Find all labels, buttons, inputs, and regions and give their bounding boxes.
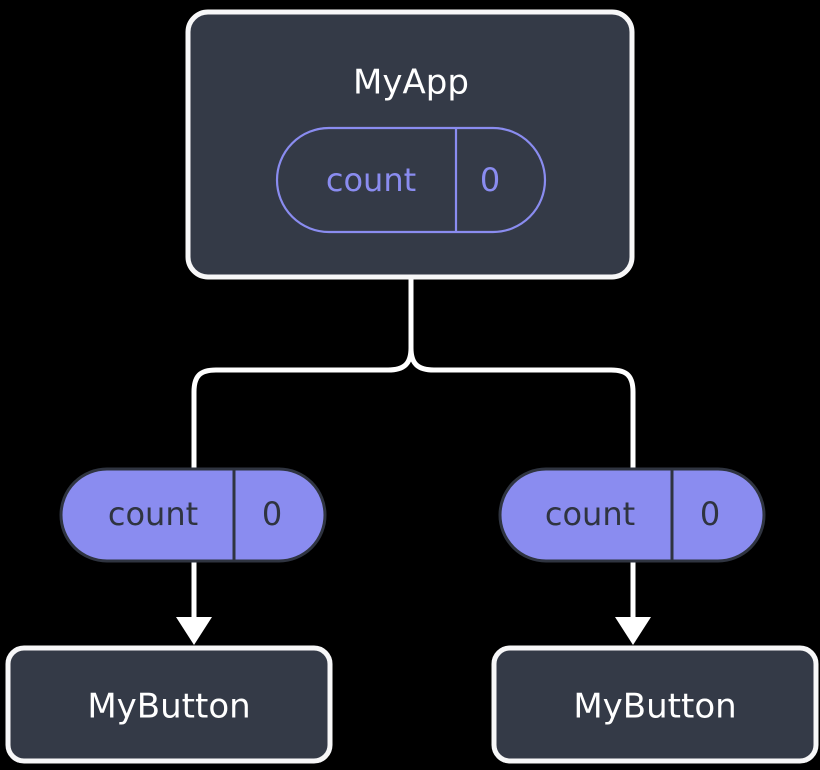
state-pill-myapp-value: 0 <box>480 161 500 199</box>
node-mybutton-right[interactable]: MyButton <box>491 645 819 764</box>
node-myapp[interactable]: MyApp count 0 <box>185 9 635 280</box>
prop-pill-right-value: 0 <box>700 495 720 533</box>
node-myapp-box[interactable] <box>185 9 635 280</box>
node-mybutton-right-label: MyButton <box>573 687 736 727</box>
prop-pill-left-value: 0 <box>262 495 282 533</box>
prop-pill-right-key: count <box>545 495 635 533</box>
node-mybutton-left-box[interactable] <box>5 645 333 764</box>
prop-pill-left-shape[interactable] <box>59 467 327 563</box>
arrow-head-right <box>615 617 651 645</box>
prop-pill-right-shape[interactable] <box>498 467 766 563</box>
node-mybutton-right-box[interactable] <box>491 645 819 764</box>
state-pill-myapp-key: count <box>326 161 416 199</box>
edge-fork-left <box>191 347 414 470</box>
state-pill-myapp[interactable]: count 0 <box>275 126 547 234</box>
node-mybutton-left[interactable]: MyButton <box>5 645 333 764</box>
edge-group <box>176 277 651 645</box>
node-myapp-label: MyApp <box>353 63 469 103</box>
prop-pill-right[interactable]: count 0 <box>498 467 766 563</box>
edge-fork-right <box>408 347 636 470</box>
state-pill-myapp-shape[interactable] <box>275 126 547 234</box>
prop-pill-left-key: count <box>108 495 198 533</box>
prop-pill-left[interactable]: count 0 <box>59 467 327 563</box>
node-mybutton-left-label: MyButton <box>87 687 250 727</box>
arrow-head-left <box>176 617 212 645</box>
